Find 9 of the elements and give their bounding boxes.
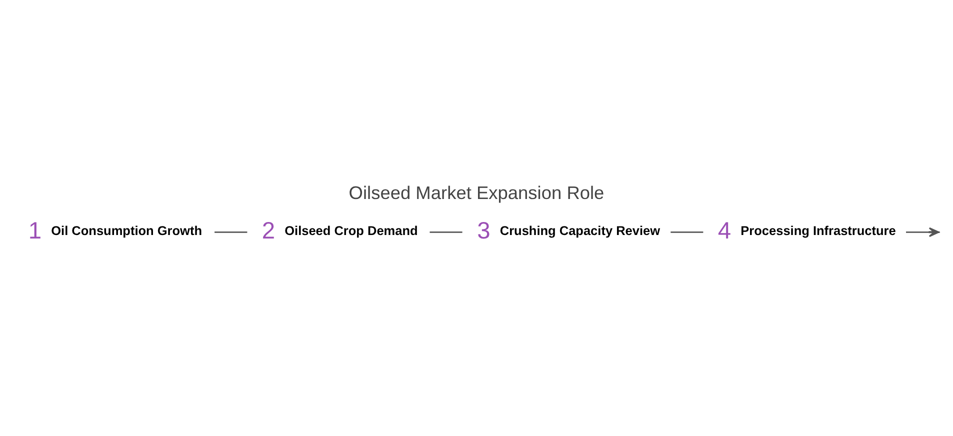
node-text: Oilseed Crop Demand — [284, 222, 418, 238]
node-label: 3 — [477, 218, 490, 244]
node-text: Oil Consumption Growth — [51, 222, 202, 238]
node-text: Crushing Capacity Review — [500, 222, 660, 238]
node-label: 2 — [262, 218, 276, 244]
node-label: 1 — [28, 218, 42, 244]
node-text: Processing Infrastructure — [740, 222, 896, 238]
diagram-title: Oilseed Market Expansion Role — [348, 181, 604, 202]
node-label: 4 — [718, 218, 732, 244]
